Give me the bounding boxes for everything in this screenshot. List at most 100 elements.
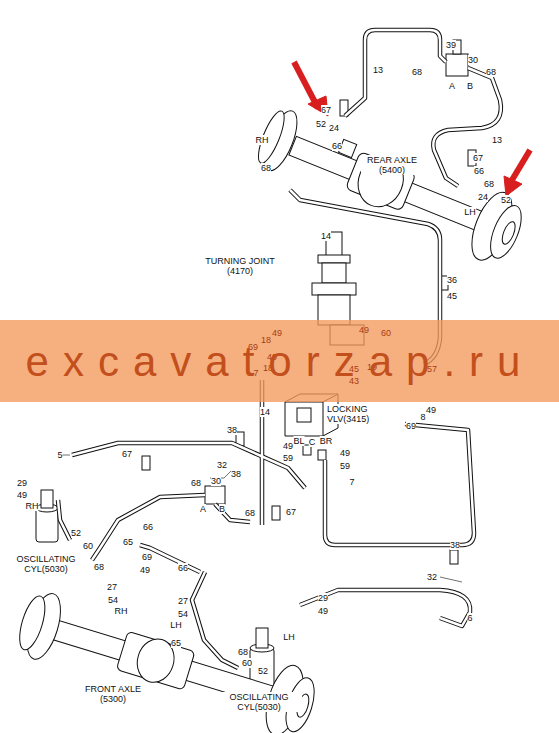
- part-label: LH: [283, 632, 295, 642]
- callout-number: 49: [340, 448, 350, 458]
- part-label: REAR AXLE (5400): [361, 155, 423, 175]
- fitting: [142, 40, 476, 564]
- hose: [300, 590, 470, 626]
- callout-number: 68: [245, 508, 255, 518]
- hose-fill: [72, 443, 305, 488]
- hose: [192, 572, 238, 668]
- callout-number: 49: [140, 565, 150, 575]
- hose-fill: [58, 500, 70, 540]
- callout-number: 6: [467, 613, 472, 623]
- callout-number: 27: [107, 582, 117, 592]
- callout-number: 67: [321, 105, 331, 115]
- part-label: BL: [293, 436, 304, 446]
- callout-number: 66: [332, 141, 342, 151]
- leader-lines: [62, 455, 462, 582]
- hose-fill: [300, 590, 470, 626]
- callout-number: 8: [420, 412, 425, 422]
- callout-number: 68: [94, 562, 104, 572]
- callout-number: 52: [501, 195, 511, 205]
- callout-number: 30: [468, 55, 478, 65]
- callout-number: 49: [17, 490, 27, 500]
- callout-number: 49: [426, 405, 436, 415]
- hose-fill: [92, 495, 205, 560]
- callout-number: 24: [478, 192, 488, 202]
- part-label: B: [219, 504, 225, 514]
- hose-fill: [192, 572, 238, 668]
- callout-number: 30: [211, 476, 221, 486]
- callout-number: 14: [260, 407, 270, 417]
- part-label: A: [449, 81, 455, 91]
- callout-number: 52: [258, 666, 268, 676]
- callout-number: 32: [427, 572, 437, 582]
- part-label: LH: [464, 207, 476, 217]
- callout-number: 67: [286, 507, 296, 517]
- callout-number: 66: [143, 522, 153, 532]
- callout-number: 59: [340, 461, 350, 471]
- hose: [433, 68, 501, 186]
- part-label: A: [200, 504, 206, 514]
- callout-number: 38: [231, 469, 241, 479]
- callout-number: 5: [57, 450, 62, 460]
- callout-number: 67: [122, 449, 132, 459]
- callout-number: 24: [329, 123, 339, 133]
- watermark: excavatorzap.ru: [26, 339, 535, 385]
- callout-number: 52: [71, 528, 81, 538]
- hose-fill: [345, 30, 446, 116]
- callout-number: 7: [349, 477, 354, 487]
- callout-number: 45: [447, 291, 457, 301]
- oscillating-cylinder: [36, 490, 274, 688]
- callout-number: 66: [474, 166, 484, 176]
- callout-number: 13: [492, 135, 502, 145]
- part-label: OSCILLATING CYL(5030): [216, 692, 302, 712]
- callout-number: 60: [83, 541, 93, 551]
- callout-number: 68: [412, 67, 422, 77]
- hose: [345, 30, 446, 116]
- callout-number: 29: [318, 593, 328, 603]
- callout-number: 66: [178, 563, 188, 573]
- hose: [72, 443, 305, 488]
- part-label: FRONT AXLE (5300): [78, 684, 148, 704]
- hose: [92, 495, 205, 560]
- part-label: RH: [26, 501, 39, 511]
- callout-number: 65: [123, 537, 133, 547]
- watermark-band: [0, 320, 559, 402]
- part-label: TURNING JOINT (4170): [198, 256, 282, 276]
- hose: [325, 424, 474, 545]
- callout-number: 65: [171, 638, 181, 648]
- callout-number: 32: [217, 460, 227, 470]
- callout-number: 69: [142, 552, 152, 562]
- callout-number: 60: [242, 658, 252, 668]
- callout-number: 68: [238, 647, 248, 657]
- hose: [58, 500, 70, 540]
- hose-fill: [325, 424, 474, 545]
- callout-number: 68: [191, 478, 201, 488]
- callout-number: 68: [484, 179, 494, 189]
- part-label: B: [467, 81, 473, 91]
- callout-number: 36: [447, 275, 457, 285]
- part-label: C: [309, 437, 316, 447]
- callout-number: 49: [283, 441, 293, 451]
- front-axle: [12, 586, 322, 733]
- callout-number: 29: [17, 478, 27, 488]
- callout-number: 54: [108, 595, 118, 605]
- callout-number: 68: [486, 67, 496, 77]
- callout-number: 49: [318, 606, 328, 616]
- hose-fill: [433, 68, 501, 186]
- callout-number: 60: [381, 328, 391, 338]
- callout-number: 27: [178, 596, 188, 606]
- part-label: RH: [115, 606, 128, 616]
- part-label: RH: [256, 135, 269, 145]
- callout-number: 52: [316, 119, 326, 129]
- callout-number: 67: [473, 153, 483, 163]
- part-label: BR: [320, 436, 333, 446]
- part-label: LOCKING VLV(3415): [327, 404, 397, 424]
- callout-number: 68: [261, 163, 271, 173]
- callout-number: 13: [373, 65, 383, 75]
- callout-number: 49: [272, 328, 282, 338]
- part-label: OSCILLATING CYL(5030): [3, 554, 89, 574]
- callout-number: 38: [227, 425, 237, 435]
- callout-number: 14: [321, 231, 331, 241]
- red-arrow: [294, 62, 530, 196]
- part-label: LH: [170, 620, 182, 630]
- callout-number: 38: [450, 540, 460, 550]
